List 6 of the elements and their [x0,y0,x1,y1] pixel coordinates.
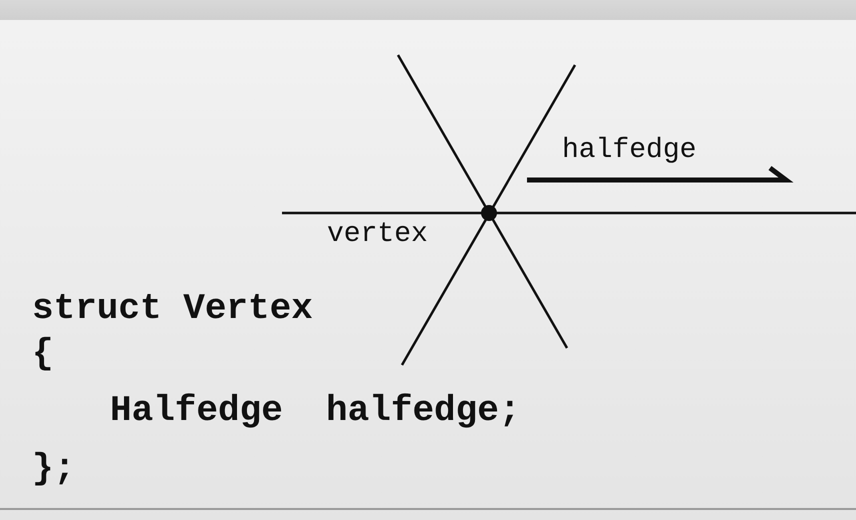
code-line: Halfedge halfedge; [110,393,520,429]
arrow-label: halfedge [562,137,696,165]
vertex-label: vertex [327,221,428,249]
code-line: }; [32,451,76,487]
code-line: struct Vertex [32,291,313,327]
code-line: { [32,336,54,372]
